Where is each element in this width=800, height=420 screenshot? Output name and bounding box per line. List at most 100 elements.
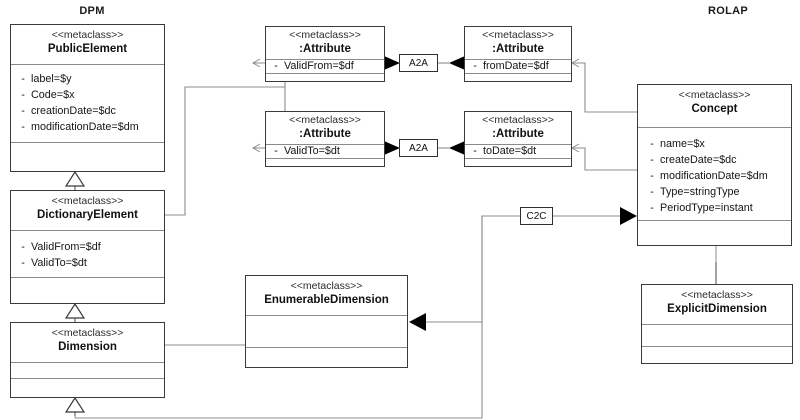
class-operations-publicelement	[11, 143, 164, 171]
class-attributes-attribute-todate: - toDate=$dt	[465, 145, 571, 159]
association-to-enumerabledimension	[409, 216, 483, 331]
attribute-text: Type=stringType	[660, 186, 740, 198]
class-box-explicitdimension[interactable]: <<metaclass>> ExplicitDimension	[641, 284, 793, 364]
class-attributes-attribute-validfrom: - ValidFrom=$df	[266, 60, 384, 74]
attribute-row: - Type=stringType	[644, 184, 787, 200]
class-name-label: :Attribute	[299, 43, 351, 55]
attribute-text: createDate=$dc	[660, 154, 737, 166]
class-attributes-attribute-fromdate: - fromDate=$df	[465, 60, 571, 74]
class-operations-attribute-fromdate	[465, 74, 571, 81]
visibility-marker: -	[274, 145, 278, 157]
class-header-enumerabledimension: <<metaclass>> EnumerableDimension	[246, 276, 407, 316]
attribute-row: - ValidFrom=$df	[268, 60, 380, 73]
attribute-text: ValidFrom=$df	[31, 241, 101, 253]
class-box-publicelement[interactable]: <<metaclass>> PublicElement - label=$y -…	[10, 24, 165, 172]
visibility-marker: -	[473, 60, 477, 72]
class-attributes-dictionaryelement: - ValidFrom=$df - ValidTo=$dt	[11, 231, 164, 278]
visibility-marker: -	[274, 60, 278, 72]
generalization-dimension-to-dictionaryelement	[64, 302, 86, 322]
class-box-enumerabledimension[interactable]: <<metaclass>> EnumerableDimension	[245, 275, 408, 368]
class-name-label: EnumerableDimension	[264, 294, 389, 306]
class-box-attribute-validfrom[interactable]: <<metaclass>> :Attribute - ValidFrom=$df	[265, 26, 385, 82]
stereotype-label: <<metaclass>>	[290, 280, 363, 292]
visibility-marker: -	[473, 145, 477, 157]
attribute-text: fromDate=$df	[483, 60, 549, 72]
attribute-row: - name=$x	[644, 136, 787, 152]
class-name-label: :Attribute	[299, 128, 351, 140]
attribute-text: Code=$x	[31, 89, 75, 101]
attribute-text: ValidTo=$dt	[284, 145, 340, 157]
group-label-dpm: DPM	[79, 5, 105, 17]
edge-label-c2c[interactable]: C2C	[520, 207, 553, 225]
stereotype-label: <<metaclass>>	[51, 29, 124, 41]
class-box-attribute-validto[interactable]: <<metaclass>> :Attribute - ValidTo=$dt	[265, 111, 385, 167]
stereotype-label: <<metaclass>>	[51, 195, 124, 207]
attribute-text: modificationDate=$dm	[31, 121, 139, 133]
class-operations-enumerabledimension	[246, 348, 407, 366]
visibility-marker: -	[21, 89, 25, 101]
attribute-text: toDate=$dt	[483, 145, 537, 157]
link-concept-to-attribute-fromdate	[572, 63, 637, 113]
attribute-row: - modificationDate=$dm	[15, 119, 158, 135]
class-operations-dictionaryelement	[11, 278, 164, 303]
class-operations-attribute-todate	[465, 159, 571, 166]
stereotype-label: <<metaclass>>	[482, 114, 554, 126]
visibility-marker: -	[650, 202, 654, 214]
class-header-dimension: <<metaclass>> Dimension	[11, 323, 164, 363]
class-name-label: PublicElement	[47, 43, 128, 55]
class-attributes-concept: - name=$x - createDate=$dc - modificatio…	[638, 128, 791, 221]
class-header-publicelement: <<metaclass>> PublicElement	[11, 25, 164, 65]
class-header-attribute-fromdate: <<metaclass>> :Attribute	[465, 27, 571, 60]
visibility-marker: -	[21, 105, 25, 117]
class-operations-attribute-validto	[266, 159, 384, 166]
class-name-label: ExplicitDimension	[667, 303, 767, 315]
stereotype-label: <<metaclass>>	[51, 327, 124, 339]
visibility-marker: -	[21, 257, 25, 269]
class-attributes-explicitdimension	[642, 325, 792, 347]
class-attributes-publicelement: - label=$y - Code=$x - creationDate=$dc …	[11, 65, 164, 143]
class-header-attribute-validto: <<metaclass>> :Attribute	[266, 112, 384, 145]
class-header-concept: <<metaclass>> Concept	[638, 85, 791, 128]
class-header-explicitdimension: <<metaclass>> ExplicitDimension	[642, 285, 792, 325]
class-header-dictionaryelement: <<metaclass>> DictionaryElement	[11, 191, 164, 231]
attribute-row: - ValidFrom=$df	[15, 239, 158, 255]
attribute-row: - Code=$x	[15, 87, 158, 103]
attribute-row: - modificationDate=$dm	[644, 168, 787, 184]
edge-label-a2a-bottom[interactable]: A2A	[399, 139, 438, 157]
group-label-rolap: ROLAP	[708, 5, 748, 17]
class-box-dictionaryelement[interactable]: <<metaclass>> DictionaryElement - ValidF…	[10, 190, 165, 304]
attribute-row: - creationDate=$dc	[15, 103, 158, 119]
stereotype-label: <<metaclass>>	[681, 289, 753, 301]
stereotype-label: <<metaclass>>	[289, 114, 361, 126]
attribute-text: label=$y	[31, 73, 72, 85]
class-box-concept[interactable]: <<metaclass>> Concept - name=$x - create…	[637, 84, 792, 246]
class-operations-attribute-validfrom	[266, 74, 384, 81]
attribute-text: modificationDate=$dm	[660, 170, 768, 182]
class-name-label: Dimension	[58, 341, 117, 353]
attribute-row: - label=$y	[15, 71, 158, 87]
attribute-row: - createDate=$dc	[644, 152, 787, 168]
attribute-text: PeriodType=instant	[660, 202, 753, 214]
stereotype-label: <<metaclass>>	[289, 29, 361, 41]
visibility-marker: -	[21, 73, 25, 85]
attribute-row: - ValidTo=$dt	[268, 145, 380, 158]
visibility-marker: -	[650, 154, 654, 166]
class-name-label: :Attribute	[492, 128, 544, 140]
link-concept-to-attribute-todate	[572, 148, 637, 171]
class-attributes-attribute-validto: - ValidTo=$dt	[266, 145, 384, 159]
edge-label-a2a-top[interactable]: A2A	[399, 54, 438, 72]
class-box-attribute-fromdate[interactable]: <<metaclass>> :Attribute - fromDate=$df	[464, 26, 572, 82]
attribute-text: ValidTo=$dt	[31, 257, 87, 269]
attribute-row: - toDate=$dt	[467, 145, 567, 158]
generalization-into-dimension-bottom	[64, 396, 86, 418]
class-operations-concept	[638, 221, 791, 245]
stereotype-label: <<metaclass>>	[482, 29, 554, 41]
visibility-marker: -	[650, 170, 654, 182]
visibility-marker: -	[650, 138, 654, 150]
class-box-dimension[interactable]: <<metaclass>> Dimension	[10, 322, 165, 398]
class-box-attribute-todate[interactable]: <<metaclass>> :Attribute - toDate=$dt	[464, 111, 572, 167]
attribute-text: creationDate=$dc	[31, 105, 116, 117]
class-header-attribute-todate: <<metaclass>> :Attribute	[465, 112, 571, 145]
stereotype-label: <<metaclass>>	[678, 89, 751, 101]
class-name-label: Concept	[691, 103, 738, 115]
